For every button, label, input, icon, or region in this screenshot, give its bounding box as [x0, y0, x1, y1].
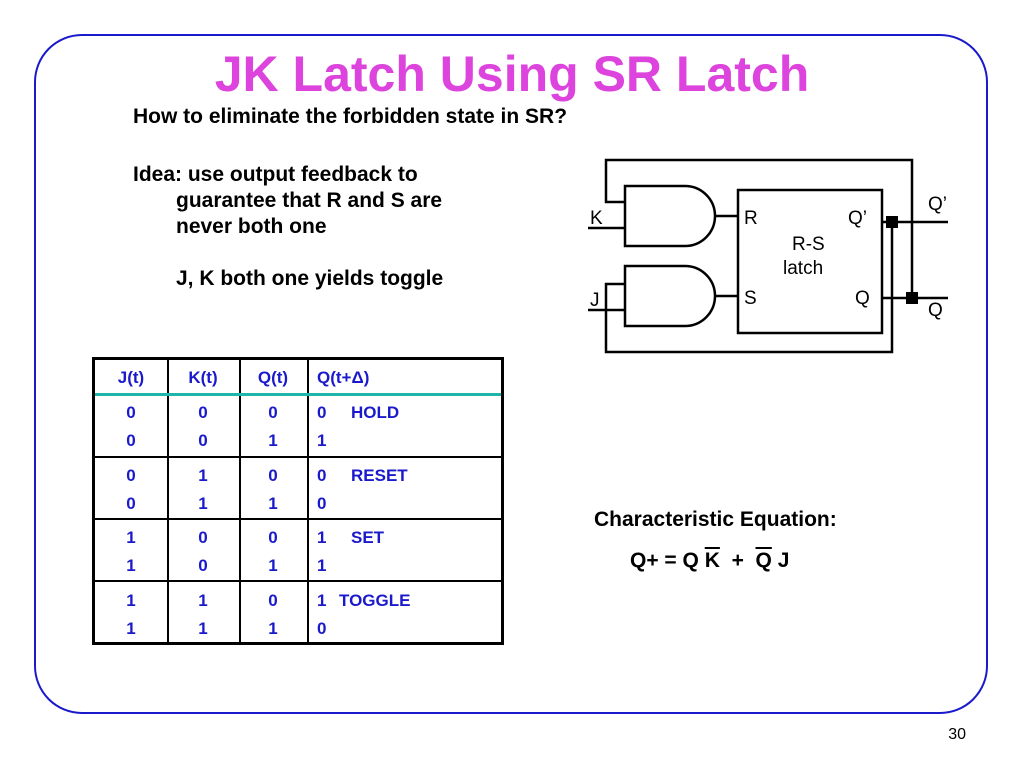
table-cell: 0 — [268, 403, 278, 422]
row-label-set: SET — [351, 528, 385, 547]
table-cell: 0 — [317, 494, 327, 513]
latch-q-label: Q — [855, 288, 870, 309]
slide-frame — [34, 34, 988, 714]
input-k-label: K — [590, 208, 603, 229]
equation-q-bar: Q — [755, 549, 772, 572]
table-cell: 0 — [317, 403, 327, 422]
table-group-divider — [95, 518, 501, 520]
table-cell: 0 — [198, 403, 208, 422]
table-cell: 0 — [126, 466, 136, 485]
idea-line-1: Idea: use output feedback to — [133, 163, 418, 186]
table-cell: 1 — [268, 431, 278, 450]
table-cell: 1 — [198, 466, 208, 485]
output-q-prime-label: Q’ — [928, 194, 947, 215]
equation-lhs: Q+ = Q — [630, 549, 699, 572]
slide-title: JK Latch Using SR Latch — [214, 46, 810, 102]
question-text: How to eliminate the forbidden state in … — [133, 105, 568, 128]
idea-line-2: guarantee that R and S are — [176, 189, 443, 212]
header-kt: K(t) — [188, 368, 218, 387]
table-cell: 0 — [268, 591, 278, 610]
table-col-divider — [307, 360, 309, 642]
table-cell: 0 — [198, 528, 208, 547]
page-number: 30 — [948, 726, 966, 743]
table-cell: 1 — [317, 591, 327, 610]
table-cell: 0 — [317, 619, 327, 638]
latch-r-label: R — [744, 208, 758, 229]
header-jt: J(t) — [117, 368, 145, 387]
row-label-hold: HOLD — [351, 403, 400, 422]
idea-line-3: never both one — [176, 215, 327, 238]
junction-dot-q-prime — [886, 216, 898, 228]
table-col-divider — [239, 360, 241, 642]
table-group-divider — [95, 456, 501, 458]
input-j-label: J — [590, 290, 600, 311]
latch-q-prime-label: Q’ — [848, 208, 867, 229]
row-label-reset: RESET — [351, 466, 408, 485]
table-header-divider — [95, 393, 501, 396]
table-cell: 0 — [126, 431, 136, 450]
table-cell: 1 — [198, 494, 208, 513]
table-cell: 1 — [317, 528, 327, 547]
table-cell: 1 — [317, 556, 327, 575]
toggle-note: J, K both one yields toggle — [176, 267, 444, 290]
truth-table: J(t) K(t) Q(t) Q(t+Δ) 0 0 0 0 HOLD 0 0 1… — [92, 357, 504, 645]
equation-plus: + — [731, 549, 744, 572]
table-cell: 1 — [268, 619, 278, 638]
table-cell: 0 — [198, 431, 208, 450]
table-cell: 0 — [198, 556, 208, 575]
header-qt: Q(t) — [257, 368, 289, 387]
table-cell: 1 — [268, 556, 278, 575]
table-cell: 0 — [268, 528, 278, 547]
table-cell: 1 — [126, 591, 136, 610]
table-group-divider — [95, 580, 501, 582]
output-q-label: Q — [928, 300, 943, 321]
table-cell: 0 — [126, 494, 136, 513]
latch-s-label: S — [744, 288, 757, 309]
table-cell: 1 — [268, 494, 278, 513]
characteristic-equation: Q+ = Q K + Q J — [630, 548, 789, 574]
junction-dot-q — [906, 292, 918, 304]
table-cell: 1 — [198, 591, 208, 610]
table-cell: 0 — [126, 403, 136, 422]
table-cell: 1 — [198, 619, 208, 638]
table-col-divider — [167, 360, 169, 642]
row-label-toggle: TOGGLE — [339, 591, 411, 610]
equation-heading: Characteristic Equation: — [594, 508, 837, 531]
table-cell: 0 — [317, 466, 327, 485]
header-qt-delta: Q(t+Δ) — [317, 368, 370, 387]
table-cell: 0 — [268, 466, 278, 485]
latch-name-line1: R-S — [792, 234, 825, 255]
table-cell: 1 — [126, 619, 136, 638]
equation-k-bar: K — [704, 549, 720, 572]
table-cell: 1 — [126, 528, 136, 547]
equation-j: J — [777, 549, 790, 572]
latch-name-line2: latch — [783, 258, 823, 279]
table-cell: 1 — [126, 556, 136, 575]
table-cell: 1 — [317, 431, 327, 450]
